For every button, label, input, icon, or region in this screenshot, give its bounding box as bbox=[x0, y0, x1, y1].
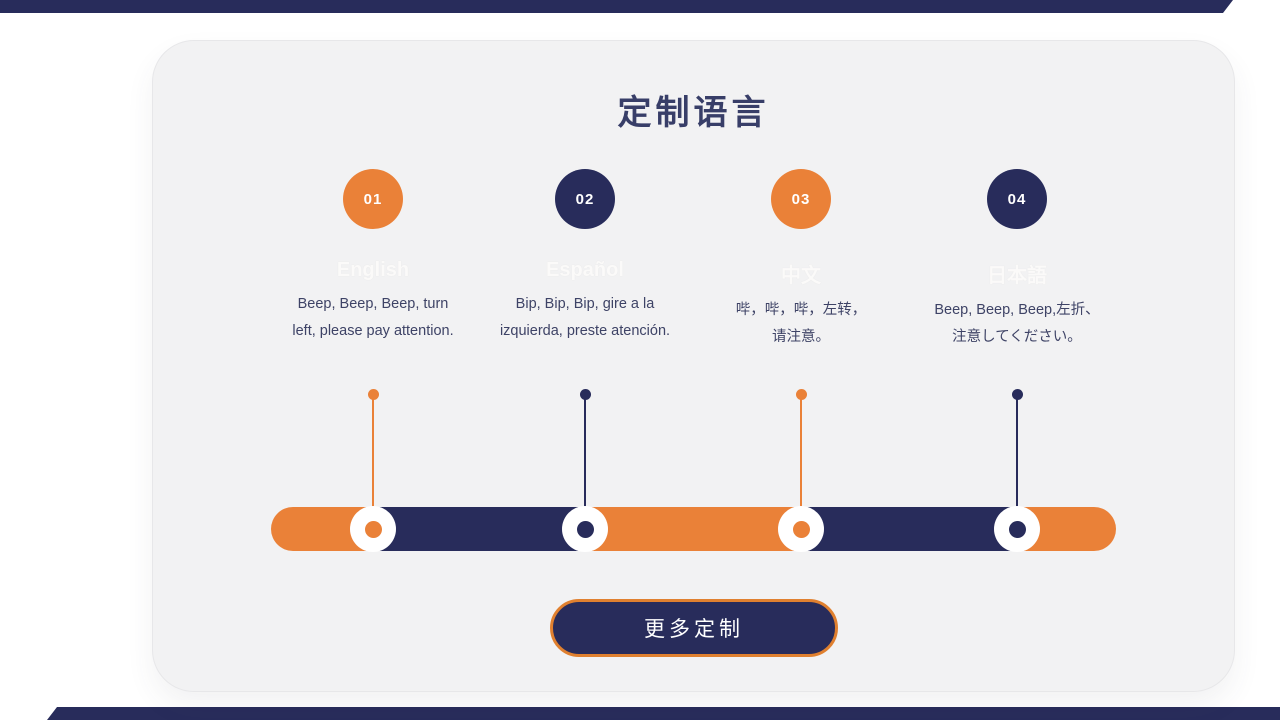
timeline-bar bbox=[271, 507, 1116, 551]
timeline-node-dot bbox=[576, 520, 594, 538]
bottom-accent-bar bbox=[47, 707, 1280, 720]
connector-line bbox=[1016, 398, 1018, 529]
timeline-segment-navy bbox=[801, 507, 1017, 551]
step-description-line: 注意してください。 bbox=[952, 329, 1082, 345]
step-number-badge: 03 bbox=[771, 169, 831, 229]
step-description: Beep, Beep, Beep, turn left, please pay … bbox=[258, 291, 488, 345]
step-description-line: izquierda, preste atención. bbox=[499, 323, 671, 339]
content-card: 定制语言 01 English Beep, Beep, Beep, turn l… bbox=[152, 40, 1235, 692]
timeline-node-dot bbox=[792, 520, 810, 538]
step-description: 哔，哔，哔，左转， 请注意。 bbox=[686, 297, 916, 351]
step-column-1: 01 English Beep, Beep, Beep, turn left, … bbox=[258, 169, 488, 345]
connector-dot bbox=[580, 389, 591, 400]
step-description-line: Beep, Beep, Beep, turn bbox=[297, 296, 449, 312]
step-description: Bip, Bip, Bip, gire a la izquierda, pres… bbox=[470, 291, 700, 345]
step-heading: 中文 bbox=[781, 265, 821, 287]
step-heading: English bbox=[336, 259, 410, 281]
step-number: 04 bbox=[1007, 190, 1027, 208]
timeline-segment-navy bbox=[373, 507, 585, 551]
step-description-line: 请注意。 bbox=[772, 329, 830, 345]
step-number: 02 bbox=[575, 190, 595, 208]
timeline-node-4 bbox=[994, 506, 1040, 552]
timeline-node-dot bbox=[1008, 520, 1026, 538]
connector-dot bbox=[796, 389, 807, 400]
more-customization-button[interactable]: 更多定制 bbox=[550, 599, 838, 657]
timeline-node-1 bbox=[350, 506, 396, 552]
timeline-node-3 bbox=[778, 506, 824, 552]
step-description: Beep, Beep, Beep,左折、 注意してください。 bbox=[902, 297, 1132, 351]
step-column-2: 02 Español Bip, Bip, Bip, gire a la izqu… bbox=[470, 169, 700, 345]
connector-line bbox=[800, 398, 802, 529]
step-description-line: 哔，哔，哔，左转， bbox=[735, 302, 867, 318]
timeline-node-2 bbox=[562, 506, 608, 552]
timeline-node-dot bbox=[364, 520, 382, 538]
step-number-badge: 02 bbox=[555, 169, 615, 229]
connector-line bbox=[584, 398, 586, 529]
step-description-line: Beep, Beep, Beep,左折、 bbox=[934, 302, 1100, 318]
step-heading: 日本語 bbox=[987, 265, 1047, 287]
step-heading: Español bbox=[546, 259, 624, 281]
connector-dot bbox=[368, 389, 379, 400]
connector-line bbox=[372, 398, 374, 529]
step-description-line: Bip, Bip, Bip, gire a la bbox=[515, 296, 655, 312]
step-number-badge: 01 bbox=[343, 169, 403, 229]
step-column-3: 03 中文 哔，哔，哔，左转， 请注意。 bbox=[686, 169, 916, 351]
step-description-line: left, please pay attention. bbox=[292, 323, 454, 339]
top-accent-bar bbox=[0, 0, 1233, 13]
connector-dot bbox=[1012, 389, 1023, 400]
section-title: 定制语言 bbox=[617, 94, 770, 132]
step-number: 01 bbox=[363, 190, 383, 208]
step-number-badge: 04 bbox=[987, 169, 1047, 229]
step-column-4: 04 日本語 Beep, Beep, Beep,左折、 注意してください。 bbox=[902, 169, 1132, 351]
step-number: 03 bbox=[791, 190, 811, 208]
